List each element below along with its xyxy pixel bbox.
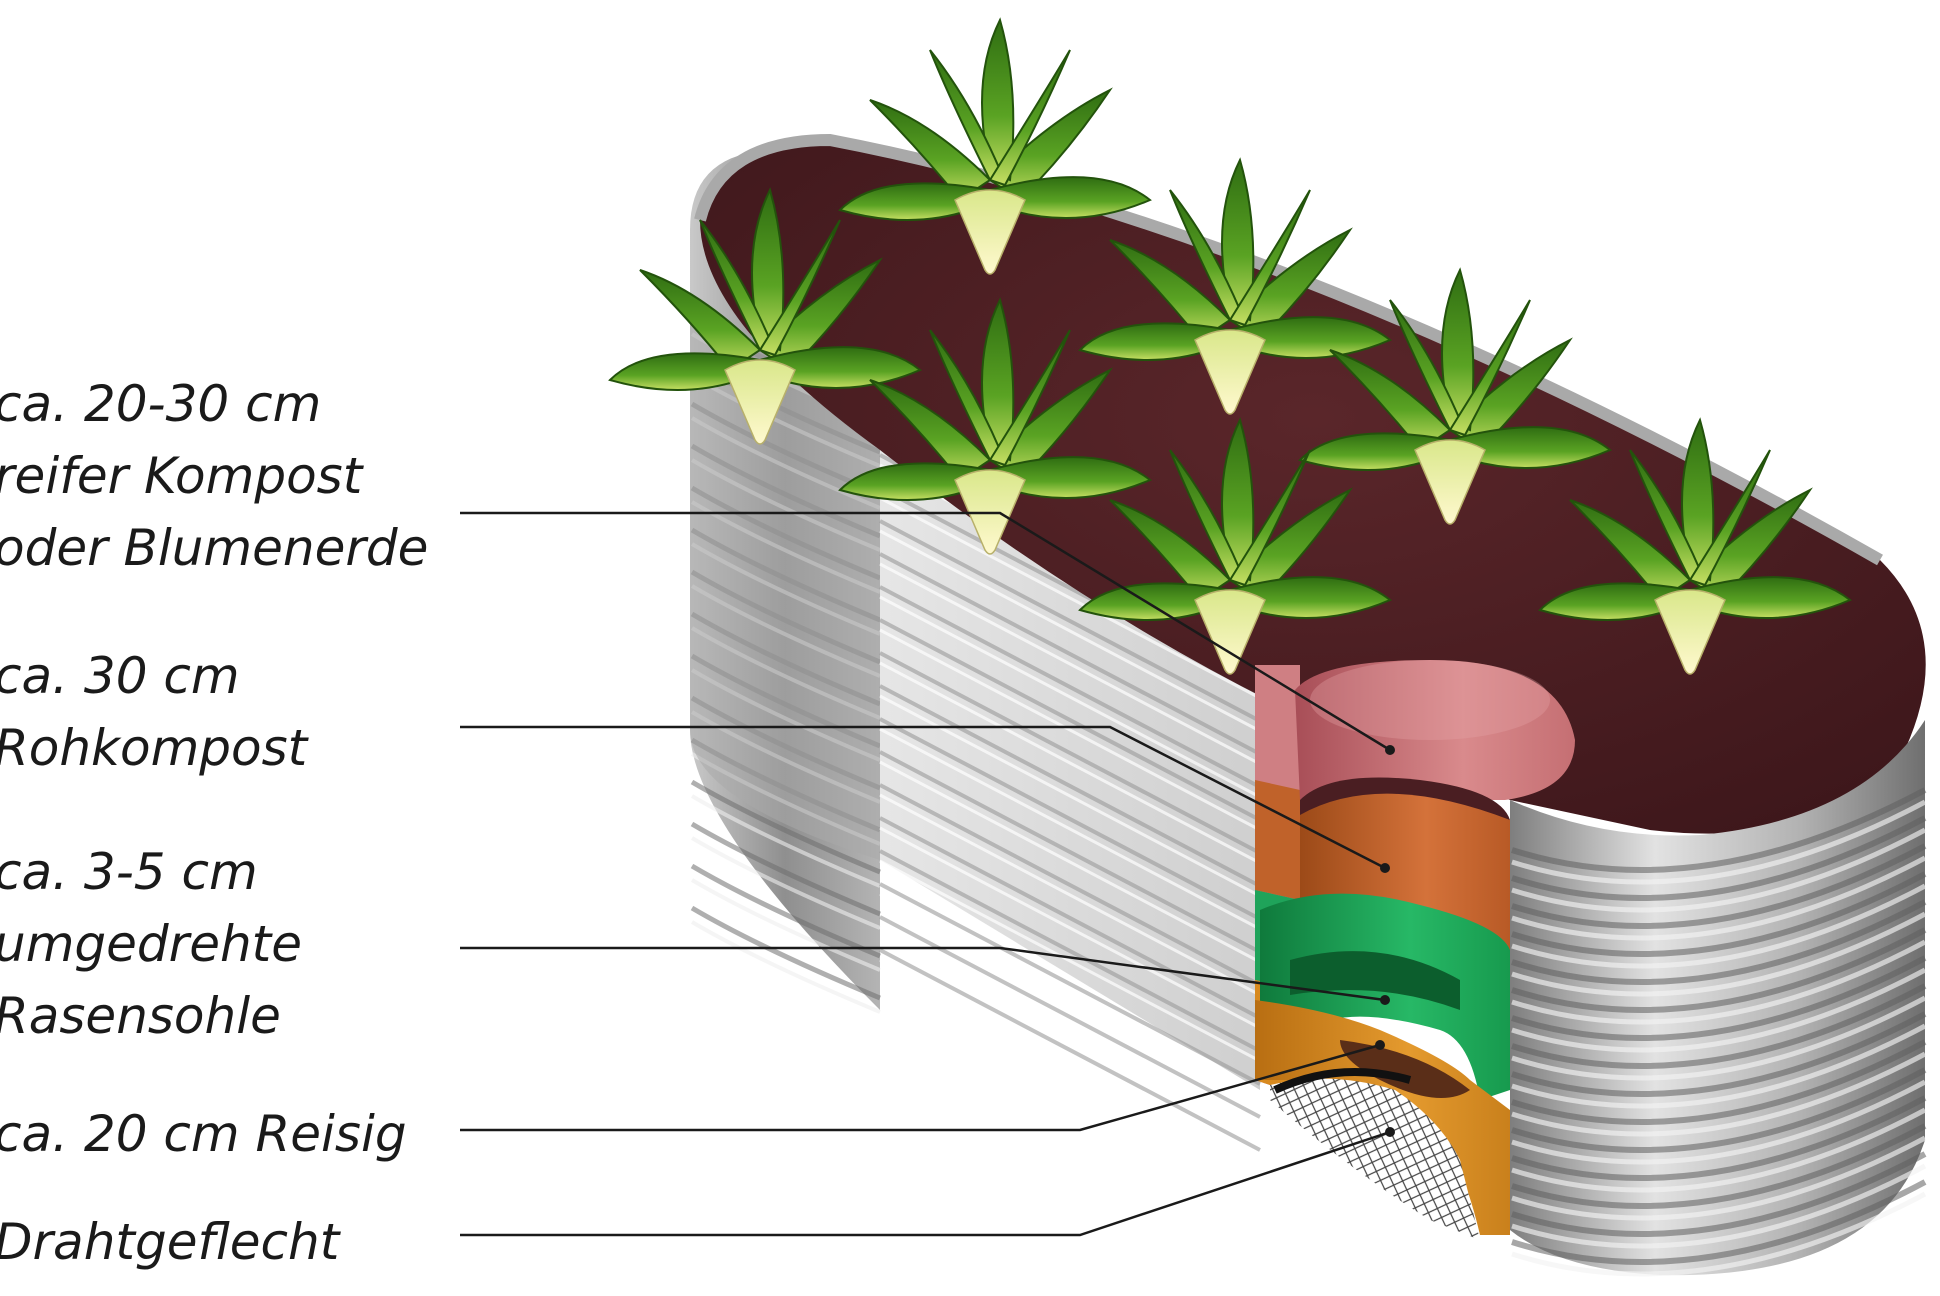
label-rasensohle-line-2: umgedrehte xyxy=(0,915,303,973)
leader-lines xyxy=(460,511,1391,1237)
leader-line-kompost xyxy=(460,511,1391,752)
soil-surface xyxy=(700,140,1926,834)
plants-group xyxy=(608,17,1852,675)
label-rasensohle-line-1: ca. 3-5 cm xyxy=(0,843,258,901)
plant-7 xyxy=(1538,417,1852,675)
label-rohkompost-line-2: Rohkompost xyxy=(0,719,308,777)
bed-right-ribs xyxy=(1511,787,1927,1277)
label-drahtgeflecht-line-1: Drahtgeflecht xyxy=(0,1213,340,1271)
layer-kompost xyxy=(1295,660,1575,800)
plant-2 xyxy=(838,17,1152,275)
label-rasensohle-line-3: Rasensohle xyxy=(0,987,281,1045)
leader-dots xyxy=(1375,745,1395,1137)
label-kompost: ca. 20-30 cm reifer Kompost oder Blumene… xyxy=(0,368,428,584)
label-drahtgeflecht: Drahtgeflecht xyxy=(0,1206,339,1278)
leader-line-rasensohle xyxy=(460,946,1386,1002)
bed-front-ribs xyxy=(879,453,1261,1162)
label-rasensohle: ca. 3-5 cm umgedrehte Rasensohle xyxy=(0,836,302,1052)
plant-3 xyxy=(1078,157,1392,415)
bed-right-end xyxy=(1510,720,1925,1276)
label-rohkompost: ca. 30 cm Rohkompost xyxy=(0,640,307,784)
leader-line-draht xyxy=(460,1130,1391,1237)
layer-drahtgeflecht xyxy=(1270,1078,1480,1240)
leader-line-reisig xyxy=(460,1043,1381,1132)
label-reisig-line-1: ca. 20 cm Reisig xyxy=(0,1105,407,1163)
label-reisig: ca. 20 cm Reisig xyxy=(0,1098,407,1170)
leader-line-rohkompost xyxy=(460,725,1386,870)
label-rohkompost-line-1: ca. 30 cm xyxy=(0,647,240,705)
plant-6 xyxy=(1078,417,1392,675)
cutaway-section xyxy=(1255,660,1575,1240)
label-kompost-line-3: oder Blumenerde xyxy=(0,519,429,577)
label-kompost-line-2: reifer Kompost xyxy=(0,447,363,505)
plant-5 xyxy=(1298,267,1612,525)
layer-reisig xyxy=(1255,1000,1510,1235)
label-kompost-line-1: ca. 20-30 cm xyxy=(0,375,322,433)
plant-1 xyxy=(608,187,922,445)
